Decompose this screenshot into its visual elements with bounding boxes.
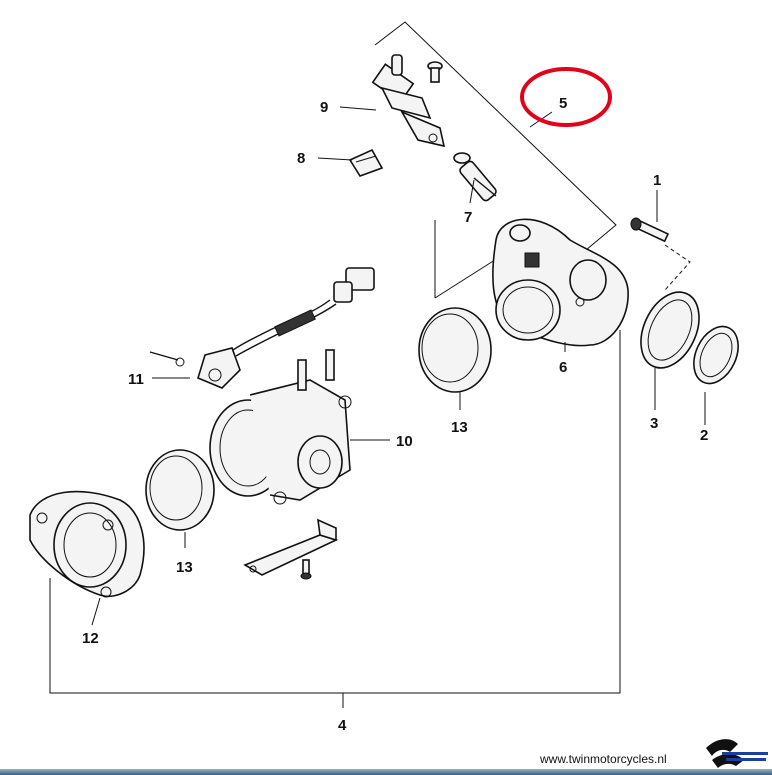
part-11-sensor bbox=[149, 267, 375, 389]
callout-10: 10 bbox=[396, 433, 413, 450]
bracket-4 bbox=[49, 330, 621, 708]
callout-5: 5 bbox=[559, 95, 567, 112]
callout-1: 1 bbox=[653, 172, 661, 189]
screw-top bbox=[427, 61, 443, 83]
callout-13-right: 13 bbox=[451, 419, 468, 436]
part-12-backplate bbox=[29, 490, 145, 598]
part-9-fuel-fitting bbox=[371, 54, 446, 148]
bottom-bar bbox=[0, 769, 772, 775]
callout-13-left: 13 bbox=[176, 559, 193, 576]
part-7-injector bbox=[453, 152, 497, 202]
callout-8: 8 bbox=[297, 150, 305, 167]
callout-4: 4 bbox=[338, 717, 347, 734]
part-6-manifold bbox=[492, 218, 629, 347]
callout-3: 3 bbox=[650, 415, 658, 432]
callout-6: 6 bbox=[559, 359, 567, 376]
highlight-circle bbox=[520, 67, 612, 127]
website-text: www.twinmotorcycles.nl bbox=[540, 752, 667, 766]
bracket-5 bbox=[374, 21, 617, 299]
callout-9: 9 bbox=[320, 99, 328, 116]
part-13-seal-left bbox=[145, 449, 215, 531]
callout-11: 11 bbox=[128, 371, 144, 388]
callout-labels: 1 2 3 4 5 6 7 8 9 10 11 12 13 13 bbox=[82, 95, 708, 734]
bolt-guide-dash bbox=[664, 244, 691, 291]
part-3-gasket bbox=[640, 291, 700, 369]
callout-2: 2 bbox=[700, 427, 708, 444]
callout-7: 7 bbox=[464, 209, 472, 226]
part-13-seal-right bbox=[418, 307, 492, 393]
callout-12: 12 bbox=[82, 630, 99, 647]
throttle-bracket bbox=[243, 518, 339, 580]
part-2-seal bbox=[693, 325, 739, 385]
twin-motorcycles-logo-icon bbox=[706, 739, 768, 768]
part-8-clip bbox=[348, 148, 384, 177]
leader-lines bbox=[91, 106, 706, 626]
part-10-throttle-body bbox=[209, 349, 352, 505]
part-1-bolt bbox=[630, 217, 670, 243]
